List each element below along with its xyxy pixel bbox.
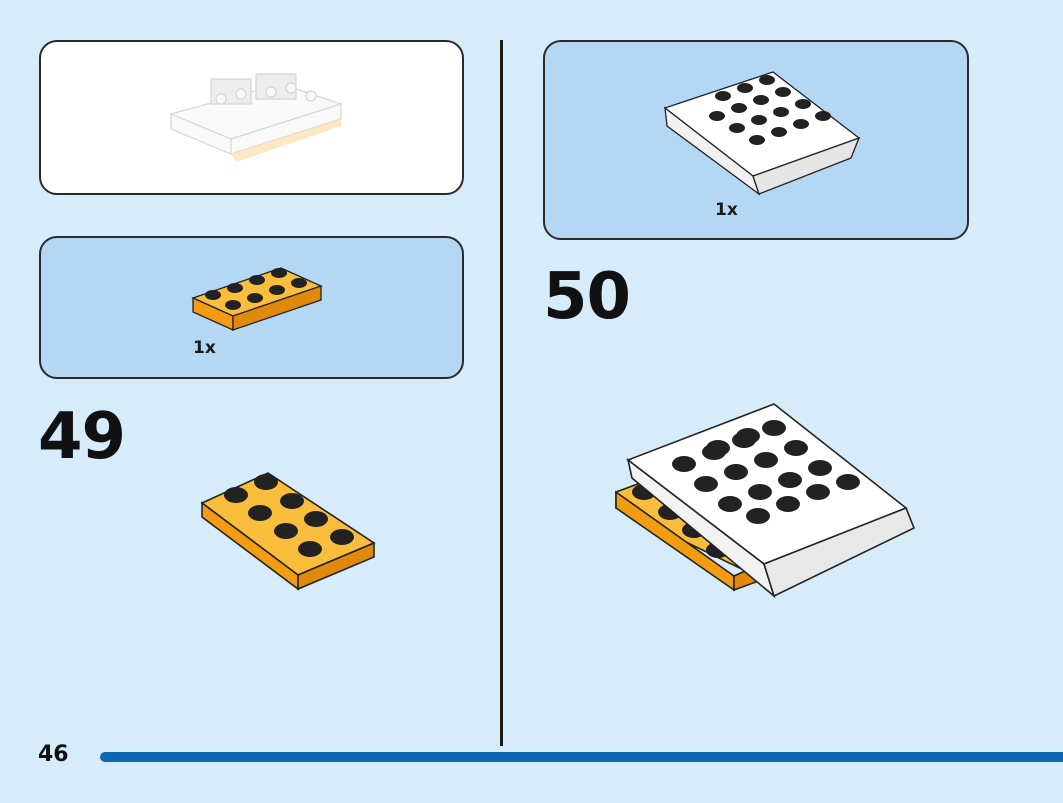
step-50-part-quantity: 1x: [715, 200, 738, 220]
step-49-part-quantity: 1x: [193, 338, 216, 358]
column-divider: [500, 40, 503, 746]
step-49-parts-panel: 1x: [39, 236, 464, 379]
orange-2x4-plate-part-icon: [191, 267, 323, 332]
step-49-number: 49: [38, 400, 126, 474]
step-50-assembly-illustration: [615, 403, 916, 599]
faded-build-illustration: [169, 73, 343, 162]
previous-build-preview-panel: [39, 40, 464, 195]
step-50-number: 50: [543, 260, 631, 334]
step-49-orange-plate-illustration: [200, 472, 376, 591]
footer-bar: [100, 752, 1063, 762]
page-number: 46: [38, 742, 69, 767]
white-wedge-plate-part-icon: [663, 71, 861, 196]
step-50-parts-panel: 1x: [543, 40, 969, 240]
